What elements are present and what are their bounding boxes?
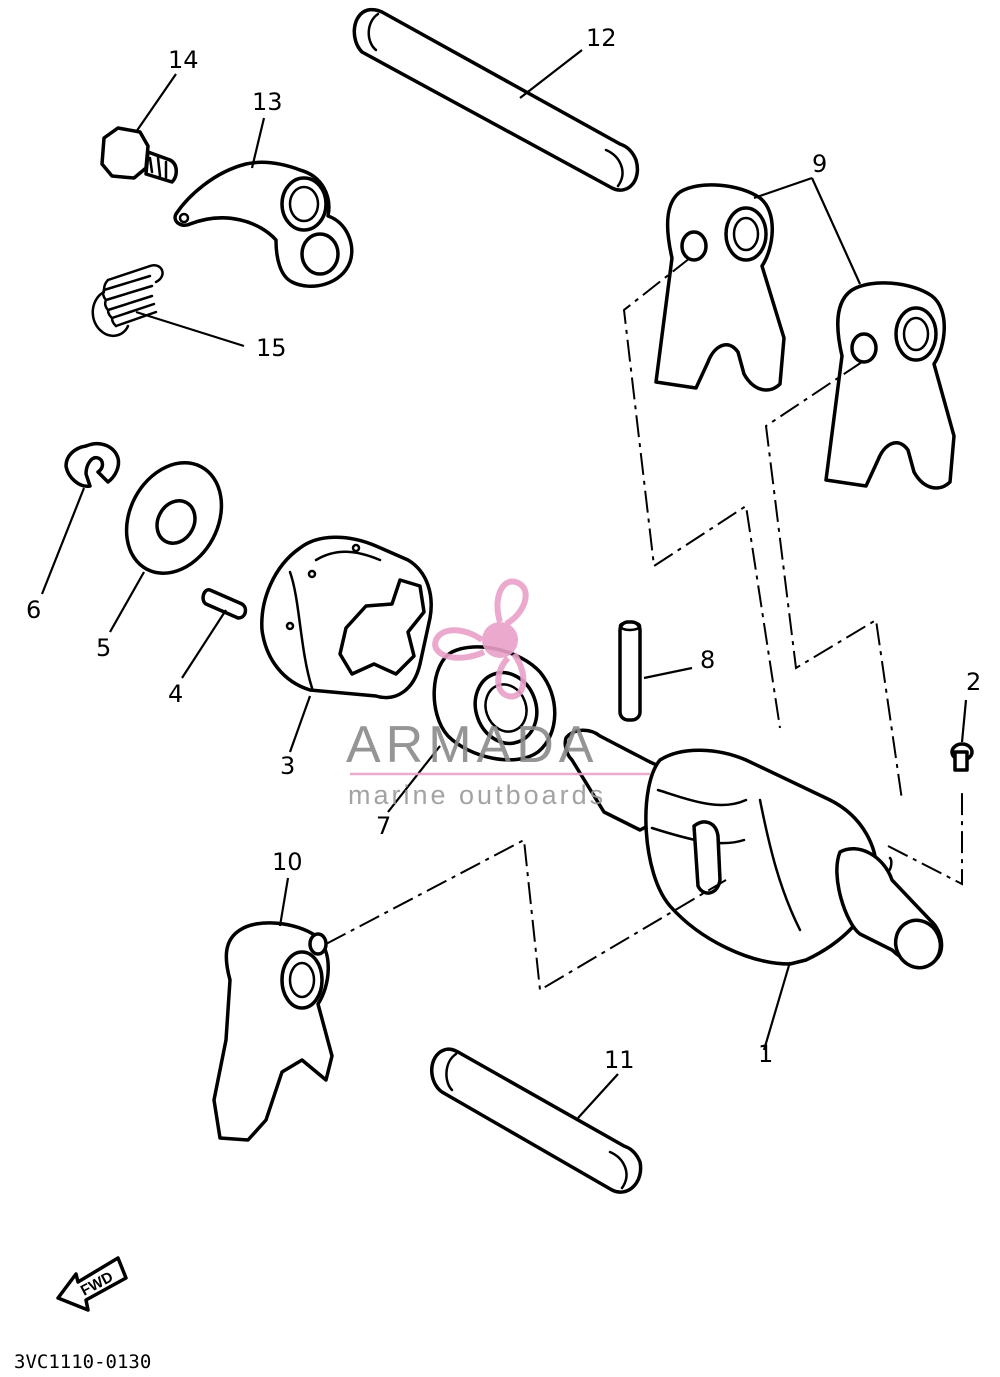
part-1-shift-drum bbox=[563, 728, 944, 970]
callout-15: 15 bbox=[256, 334, 287, 362]
callout-6: 6 bbox=[26, 596, 41, 624]
part-15-spring bbox=[91, 264, 164, 338]
part-9-shift-fork-b bbox=[824, 281, 956, 490]
callout-12: 12 bbox=[586, 24, 617, 52]
callout-2: 2 bbox=[966, 668, 981, 696]
part-11-shift-fork-shaft bbox=[430, 1047, 643, 1194]
part-13-stopper-lever bbox=[173, 160, 354, 288]
callout-11: 11 bbox=[604, 1046, 635, 1074]
assembly-centre-lines bbox=[325, 257, 963, 992]
callout-5: 5 bbox=[96, 634, 111, 662]
part-9-shift-fork-a bbox=[654, 183, 786, 392]
callout-14: 14 bbox=[168, 46, 199, 74]
callout-7: 7 bbox=[376, 812, 391, 840]
part-6-circlip bbox=[64, 441, 121, 488]
part-14-bolt bbox=[100, 126, 178, 184]
part-12-shift-fork-shaft bbox=[352, 7, 640, 192]
callout-1: 1 bbox=[758, 1040, 773, 1068]
callout-9: 9 bbox=[812, 150, 827, 178]
propeller-logo-icon bbox=[432, 578, 529, 700]
callout-3: 3 bbox=[280, 752, 295, 780]
part-8-pin bbox=[618, 620, 642, 722]
part-5-washer bbox=[124, 461, 224, 575]
callout-13: 13 bbox=[252, 88, 283, 116]
part-3-segment bbox=[260, 535, 433, 700]
part-2-pin bbox=[950, 742, 974, 772]
watermark-brand: ARMADA bbox=[346, 716, 598, 774]
callout-labels: 12 14 13 15 9 6 5 4 3 7 8 2 10 1 11 bbox=[26, 24, 981, 1074]
watermark-tagline: marine outboards bbox=[348, 780, 606, 810]
callout-10: 10 bbox=[272, 848, 303, 876]
part-4-dowel-pin bbox=[201, 588, 248, 620]
watermark: ARMADA marine outboards bbox=[346, 578, 650, 810]
callout-8: 8 bbox=[700, 646, 715, 674]
diagram-reference-code: 3VC1110-0130 bbox=[14, 1351, 151, 1373]
leader-lines bbox=[40, 49, 968, 1119]
part-10-shift-fork bbox=[212, 921, 334, 1142]
forward-direction-arrow: FWD bbox=[56, 1256, 128, 1312]
callout-4: 4 bbox=[168, 680, 183, 708]
